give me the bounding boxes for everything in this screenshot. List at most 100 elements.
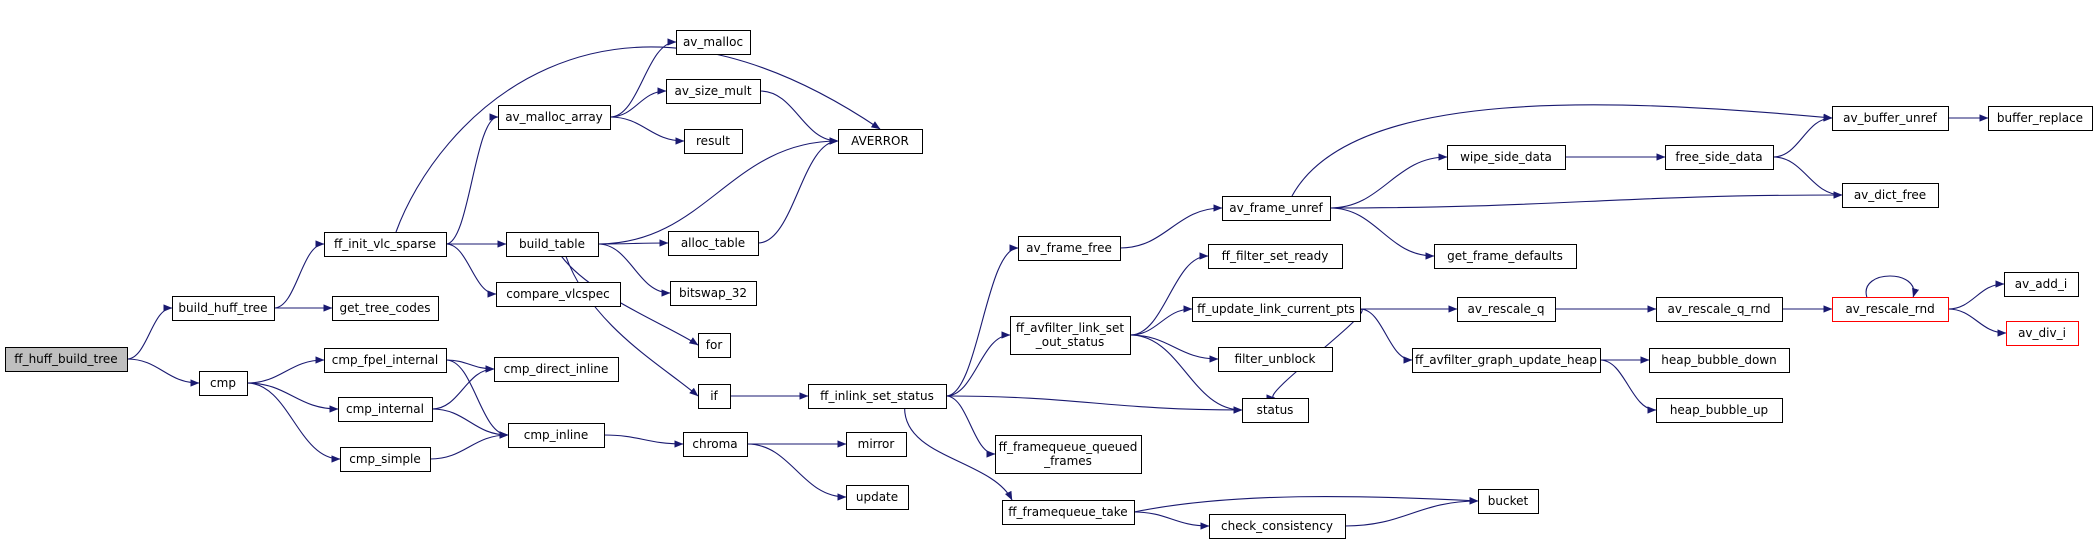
node-av_add_i[interactable]: av_add_i <box>2004 272 2079 297</box>
node-av_rescale_rnd[interactable]: av_rescale_rnd <box>1832 297 1949 322</box>
node-cmp_direct_inline[interactable]: cmp_direct_inline <box>494 357 619 382</box>
node-box <box>1656 398 1783 423</box>
edge-av_rescale_rnd-to-av_rescale_rnd <box>1865 275 1919 298</box>
node-av_rescale_q_rnd[interactable]: av_rescale_q_rnd <box>1656 297 1783 322</box>
node-alloc_table[interactable]: alloc_table <box>668 231 759 256</box>
node-box <box>498 105 611 130</box>
node-box <box>1218 347 1333 372</box>
node-update[interactable]: update <box>846 485 909 510</box>
edge-build_huff_tree-to-ff_init_vlc_sparse <box>273 240 325 309</box>
node-label: heap_bubble_down <box>1661 353 1777 367</box>
node-mirror[interactable]: mirror <box>846 432 907 457</box>
node-label: bitswap_32 <box>679 286 747 300</box>
node-label: buffer_replace <box>1997 111 2083 125</box>
node-heap_bubble_down[interactable]: heap_bubble_down <box>1649 348 1790 373</box>
node-cmp_inline[interactable]: cmp_inline <box>508 423 605 448</box>
node-bitswap_32[interactable]: bitswap_32 <box>670 281 757 306</box>
node-label: chroma <box>692 437 737 451</box>
node-label: cmp <box>210 376 236 390</box>
node-box <box>1447 145 1566 170</box>
node-ff_update_link_current_pts[interactable]: ff_update_link_current_pts <box>1192 297 1361 322</box>
node-box <box>1434 244 1577 269</box>
node-label: ff_huff_build_tree <box>14 352 117 366</box>
node-get_frame_defaults[interactable]: get_frame_defaults <box>1434 244 1577 269</box>
node-box <box>1208 244 1343 269</box>
node-av_buffer_unref[interactable]: av_buffer_unref <box>1832 106 1949 131</box>
node-label: for <box>706 338 723 352</box>
node-box <box>1457 297 1556 322</box>
edge-ff_inlink_set_status-to-status <box>945 395 1243 414</box>
node-av_malloc_array[interactable]: av_malloc_array <box>498 105 611 130</box>
node-ff_huff_build_tree[interactable]: ff_huff_build_tree <box>5 347 128 372</box>
node-check_consistency[interactable]: check_consistency <box>1209 514 1346 539</box>
node-box <box>172 296 275 321</box>
node-box <box>1832 106 1949 131</box>
node-label: ff_framequeue_take <box>1008 505 1127 519</box>
edge-av_frame_unref-to-get_frame_defaults <box>1329 207 1435 260</box>
node-filter_unblock[interactable]: filter_unblock <box>1218 347 1333 372</box>
node-label: av_malloc_array <box>505 110 603 124</box>
node-label: get_tree_codes <box>339 301 430 315</box>
edge-build_table-to-for <box>560 255 699 346</box>
node-if[interactable]: if <box>698 384 731 409</box>
node-ff_inlink_set_status[interactable]: ff_inlink_set_status <box>808 384 947 409</box>
node-label: get_frame_defaults <box>1447 249 1563 263</box>
node-box <box>1192 297 1361 322</box>
node-free_side_data[interactable]: free_side_data <box>1665 145 1774 170</box>
node-cmp_internal[interactable]: cmp_internal <box>338 397 433 422</box>
node-av_frame_free[interactable]: av_frame_free <box>1018 236 1121 261</box>
edge-ff_init_vlc_sparse-to-compare_vlcspec <box>445 243 497 298</box>
node-get_tree_codes[interactable]: get_tree_codes <box>332 296 439 321</box>
node-label: av_rescale_q_rnd <box>1668 302 1771 316</box>
node-box <box>846 432 907 457</box>
node-box <box>1656 297 1783 322</box>
node-bucket[interactable]: bucket <box>1478 489 1539 514</box>
node-box <box>698 384 731 409</box>
node-ff_framequeue_queued_frames[interactable]: ff_framequeue_queued_frames <box>995 435 1142 474</box>
node-ff_filter_set_ready[interactable]: ff_filter_set_ready <box>1208 244 1343 269</box>
node-box <box>683 432 748 457</box>
node-label: ff_filter_set_ready <box>1222 249 1329 263</box>
node-compare_vlcspec[interactable]: compare_vlcspec <box>496 282 621 307</box>
edge-ff_init_vlc_sparse-to-av_malloc_array <box>445 113 499 245</box>
node-box <box>324 348 447 373</box>
node-label: ff_avfilter_graph_update_heap <box>1415 353 1597 367</box>
node-box <box>508 423 605 448</box>
node-av_rescale_q[interactable]: av_rescale_q <box>1457 297 1556 322</box>
node-buffer_replace[interactable]: buffer_replace <box>1988 106 2093 131</box>
node-build_huff_tree[interactable]: build_huff_tree <box>172 296 275 321</box>
node-result[interactable]: result <box>684 129 743 154</box>
node-ff_avfilter_graph_update_heap[interactable]: ff_avfilter_graph_update_heap <box>1412 348 1601 373</box>
node-box <box>684 129 743 154</box>
node-ff_init_vlc_sparse[interactable]: ff_init_vlc_sparse <box>324 232 447 257</box>
node-label: cmp_direct_inline <box>504 362 609 376</box>
edge-av_malloc_array-to-av_malloc <box>609 38 677 118</box>
node-label: wipe_side_data <box>1460 150 1552 164</box>
node-wipe_side_data[interactable]: wipe_side_data <box>1447 145 1566 170</box>
edge-ff_inlink_set_status-to-ff_framequeue_queued_frames <box>945 395 996 458</box>
node-status[interactable]: status <box>1242 398 1309 423</box>
node-box <box>668 231 759 256</box>
node-for[interactable]: for <box>698 333 731 358</box>
node-AVERROR[interactable]: AVERROR <box>838 129 923 154</box>
node-av_malloc[interactable]: av_malloc <box>676 30 751 55</box>
node-ff_avfilter_link_set_out_status[interactable]: ff_avfilter_link_set_out_status <box>1010 316 1131 355</box>
node-cmp[interactable]: cmp <box>199 371 248 396</box>
edge-cmp-to-cmp_fpel_internal <box>246 356 325 384</box>
node-av_dict_free[interactable]: av_dict_free <box>1842 183 1939 208</box>
node-label: result <box>696 134 730 148</box>
node-chroma[interactable]: chroma <box>683 432 748 457</box>
node-av_frame_unref[interactable]: av_frame_unref <box>1222 196 1331 221</box>
node-cmp_fpel_internal[interactable]: cmp_fpel_internal <box>324 348 447 373</box>
node-cmp_simple[interactable]: cmp_simple <box>340 447 431 472</box>
node-box <box>1209 514 1346 539</box>
node-build_table[interactable]: build_table <box>506 232 599 257</box>
node-box <box>324 232 447 257</box>
edge-build_table-to-AVERROR <box>597 137 839 245</box>
node-heap_bubble_up[interactable]: heap_bubble_up <box>1656 398 1783 423</box>
node-ff_framequeue_take[interactable]: ff_framequeue_take <box>1002 500 1135 525</box>
edge-ff_framequeue_take-to-bucket <box>1133 495 1479 513</box>
node-av_div_i[interactable]: av_div_i <box>2006 321 2079 346</box>
node-box <box>2006 321 2079 346</box>
node-av_size_mult[interactable]: av_size_mult <box>666 79 761 104</box>
